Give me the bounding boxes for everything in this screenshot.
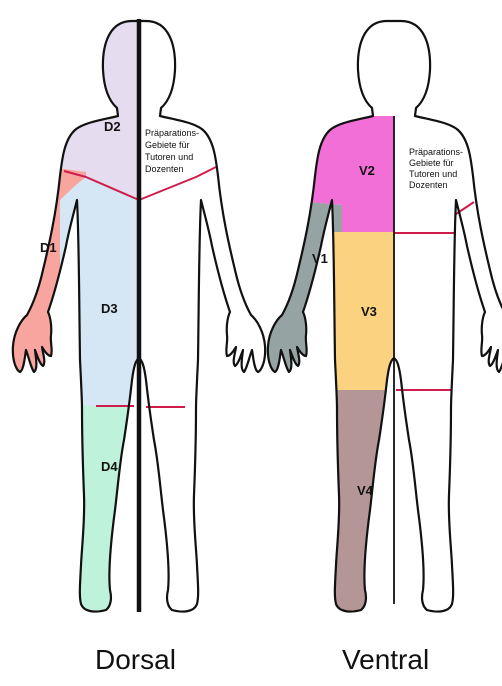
ventral-note-line-2: Gebiete für xyxy=(409,158,454,168)
dorsal-note-line-3: Tutoren und xyxy=(145,152,193,162)
label-d1: D1 xyxy=(40,240,57,255)
ventral-note-line-3: Tutoren und xyxy=(409,169,457,179)
label-d4: D4 xyxy=(101,459,118,474)
ventral-figure: V2 V1 V3 V4 Präparations- Gebiete für Tu… xyxy=(260,21,502,675)
dorsal-title: Dorsal xyxy=(95,644,176,675)
label-v1: V1 xyxy=(312,251,328,266)
ventral-title: Ventral xyxy=(342,644,429,675)
label-d3: D3 xyxy=(101,301,118,316)
dorsal-note-line-4: Dozenten xyxy=(145,164,184,174)
label-v4: V4 xyxy=(357,483,374,498)
region-v4 xyxy=(334,390,394,640)
dorsal-figure: D2 D1 D3 D4 Präparations- Gebiete für Tu… xyxy=(0,10,265,675)
ventral-note-line-1: Präparations- xyxy=(409,147,463,157)
label-d2: D2 xyxy=(104,119,121,134)
ventral-note-line-4: Dozenten xyxy=(409,180,448,190)
dorsal-note-line-1: Präparations- xyxy=(145,128,199,138)
region-d3 xyxy=(60,177,139,406)
label-v3: V3 xyxy=(361,304,377,319)
dorsal-note-line-2: Gebiete für xyxy=(145,140,190,150)
label-v2: V2 xyxy=(359,163,375,178)
region-d4 xyxy=(60,406,139,640)
region-d2 xyxy=(40,10,139,200)
